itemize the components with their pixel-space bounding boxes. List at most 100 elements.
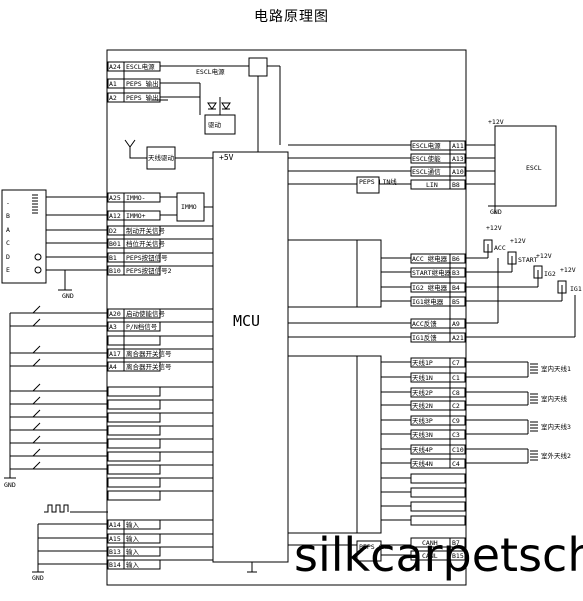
left-pin-D2: D2 xyxy=(109,227,117,235)
supply-5v-label: +5V xyxy=(219,153,234,162)
left-switch-label-3: C xyxy=(6,239,10,247)
left-connector xyxy=(1,189,47,284)
relay-label-ig1: IG1 xyxy=(570,285,582,293)
peps-can-block xyxy=(356,540,382,562)
right-pin-A13-name: ESCL使能 xyxy=(412,154,441,163)
supply-12v-start: +12V xyxy=(510,237,526,245)
left-pin-A3: A3 xyxy=(109,323,117,331)
right-pin-B5: B5 xyxy=(452,298,460,306)
left-pin-B14: B14 xyxy=(109,561,121,569)
left-pin-A1-name: PEPS 输出 xyxy=(126,79,159,88)
right-pin-A10-name: ESCL通信 xyxy=(412,167,441,176)
escl-box xyxy=(494,125,557,207)
antenna-driver-big xyxy=(356,355,382,534)
left-pin-A17-name: 离合器开关信号 xyxy=(126,349,172,358)
supply-12v-acc: +12V xyxy=(486,224,502,232)
ground-label-left3: GND xyxy=(32,574,44,582)
left-pin-B10: B10 xyxy=(109,267,121,275)
left-switch-label-2: A xyxy=(6,226,10,234)
right-pin-B8-name: LIN xyxy=(426,181,438,189)
relay-driver-block xyxy=(356,239,382,308)
left-switch-label-5: E xyxy=(6,266,10,274)
right-pin-C2: C2 xyxy=(452,402,460,410)
right-pin-rows xyxy=(410,140,466,561)
escl-label: ESCL xyxy=(526,164,542,172)
right-pin-C4: C4 xyxy=(452,460,460,468)
antenna-label-1: 室内天线1 xyxy=(541,364,571,373)
relay-label-acc: ACC xyxy=(494,244,506,252)
left-pin-B1: B1 xyxy=(109,254,117,262)
left-pin-A20: A20 xyxy=(109,310,121,318)
driver-label: 驱动 xyxy=(208,121,222,129)
left-pin-A2: A2 xyxy=(109,94,117,102)
ground-label-left1: GND xyxy=(62,292,74,300)
left-pin-A14-name: 输入 xyxy=(126,520,140,529)
ground-label-left2: GND xyxy=(4,481,16,489)
supply-12v-escl: +12V xyxy=(488,118,504,126)
right-pin-B15: B15 xyxy=(452,552,464,560)
right-pin-B4: B4 xyxy=(452,284,460,292)
escl-power-label: ESCL电源 xyxy=(196,67,225,76)
left-pin-A4-name: 离合器开关信号 xyxy=(126,362,172,371)
right-pin-A9-name: ACC反馈 xyxy=(412,319,437,328)
right-pin-B8: B8 xyxy=(452,181,460,189)
relay-wires xyxy=(465,239,576,338)
left-switch-label-0: - xyxy=(6,199,10,207)
right-wires xyxy=(247,65,411,573)
right-pin-C7: C7 xyxy=(452,359,460,367)
right-pin-B7-name: CANH xyxy=(422,539,438,547)
supply-12v-ig2: +12V xyxy=(536,252,552,260)
diagram-title: 电路原理图 xyxy=(254,9,329,25)
antenna-label-2: 室内天线 xyxy=(541,394,568,403)
left-pin-A1: A1 xyxy=(109,80,117,88)
right-pin-A21: A21 xyxy=(452,334,464,342)
right-pin-C2-name: 天线2N xyxy=(412,401,433,410)
left-pin-B14-name: 输入 xyxy=(126,560,140,569)
mcu-label: MCU xyxy=(233,312,260,330)
left-switch-label-4: D xyxy=(6,253,10,261)
mcu-block xyxy=(212,151,289,563)
right-pin-A9: A9 xyxy=(452,320,460,328)
antenna-driver-label: 天线驱动 xyxy=(148,153,175,162)
right-pin-B4-name: IG2 继电器 xyxy=(412,283,448,292)
left-pin-A14: A14 xyxy=(109,521,121,529)
right-pin-C3-name: 天线3N xyxy=(412,430,433,439)
left-pin-A3-name: P/N档信号 xyxy=(126,322,158,331)
left-pin-A15-name: 输入 xyxy=(126,534,140,543)
ground-label-escl: GND xyxy=(490,208,502,216)
relay-label-start: START xyxy=(518,256,538,264)
right-pin-C10: C10 xyxy=(452,446,464,454)
peps-lin-block xyxy=(356,176,380,194)
left-switch-label-1: B xyxy=(6,212,10,220)
peps-lin-label: PEPS LIN线 xyxy=(359,177,397,186)
left-pin-A17: A17 xyxy=(109,350,121,358)
relay-label-ig2: IG2 xyxy=(544,270,556,278)
external-left-wires xyxy=(9,196,108,572)
outer-frame xyxy=(106,49,467,586)
right-pin-B6: B6 xyxy=(452,255,460,263)
relay-top xyxy=(248,57,268,77)
left-pin-A4: A4 xyxy=(109,363,117,371)
left-pin-A24: A24 xyxy=(109,63,121,71)
switch-symbols xyxy=(32,305,41,470)
antenna-coils xyxy=(465,361,538,464)
supply-12v-ig1: +12V xyxy=(560,266,576,274)
right-pin-A21-name: IG1反馈 xyxy=(412,333,437,342)
right-pin-B3: B3 xyxy=(452,269,460,277)
right-pin-C3: C3 xyxy=(452,431,460,439)
left-pin-A20-name: 启动使能信号 xyxy=(126,309,166,318)
right-pin-A13: A13 xyxy=(452,155,464,163)
left-pin-A12: A12 xyxy=(109,212,121,220)
left-pin-A15: A15 xyxy=(109,535,121,543)
left-pin-B13-name: 输入 xyxy=(126,547,140,556)
left-wires xyxy=(159,65,249,561)
left-pin-A25: A25 xyxy=(109,194,121,202)
right-pin-B5-name: IG1继电器 xyxy=(412,297,444,306)
left-pin-B13: B13 xyxy=(109,548,121,556)
coil-symbol xyxy=(32,194,38,214)
right-pin-A11-name: ESCL电源 xyxy=(412,141,441,150)
left-pin-A24-name: ESCL电源 xyxy=(126,62,155,71)
right-pin-B6-name: ACC 继电器 xyxy=(412,254,448,263)
right-pin-C7-name: 天线1P xyxy=(412,358,433,367)
